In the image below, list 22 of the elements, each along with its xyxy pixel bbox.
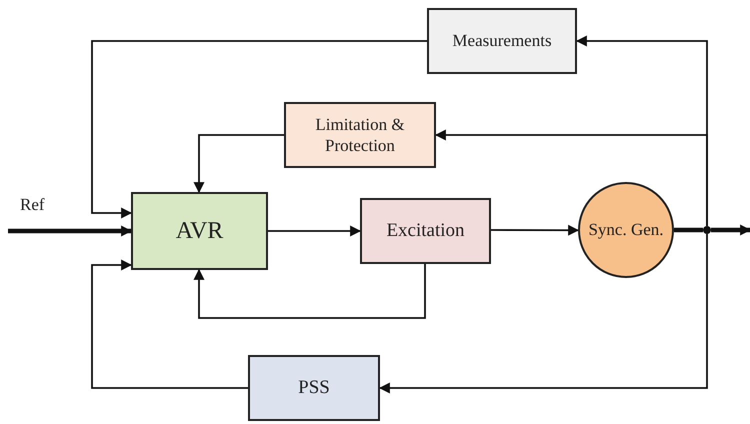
arrow: [711, 224, 750, 236]
arrow: [268, 226, 362, 236]
block-label: AVR: [176, 217, 224, 246]
block-box: [248, 355, 380, 421]
arrow: [434, 130, 708, 226]
block-label: Sync. Gen.: [588, 219, 664, 241]
arrow: [194, 134, 284, 194]
block-label: PSS: [298, 376, 330, 400]
block-box: [427, 8, 577, 74]
arrow: [8, 226, 132, 236]
arrow: [491, 224, 580, 236]
arrow: [378, 234, 708, 394]
block-label: Excitation: [386, 219, 465, 243]
block-box: [131, 192, 268, 270]
junction-dot: [703, 226, 711, 234]
arrow: [194, 264, 426, 319]
block-label: Measurements: [452, 30, 552, 52]
arrow: [91, 260, 248, 389]
block-box: [360, 198, 491, 264]
block-box: [284, 102, 436, 168]
block-label: Limitation & Protection: [314, 114, 406, 156]
arrow: [91, 40, 427, 218]
